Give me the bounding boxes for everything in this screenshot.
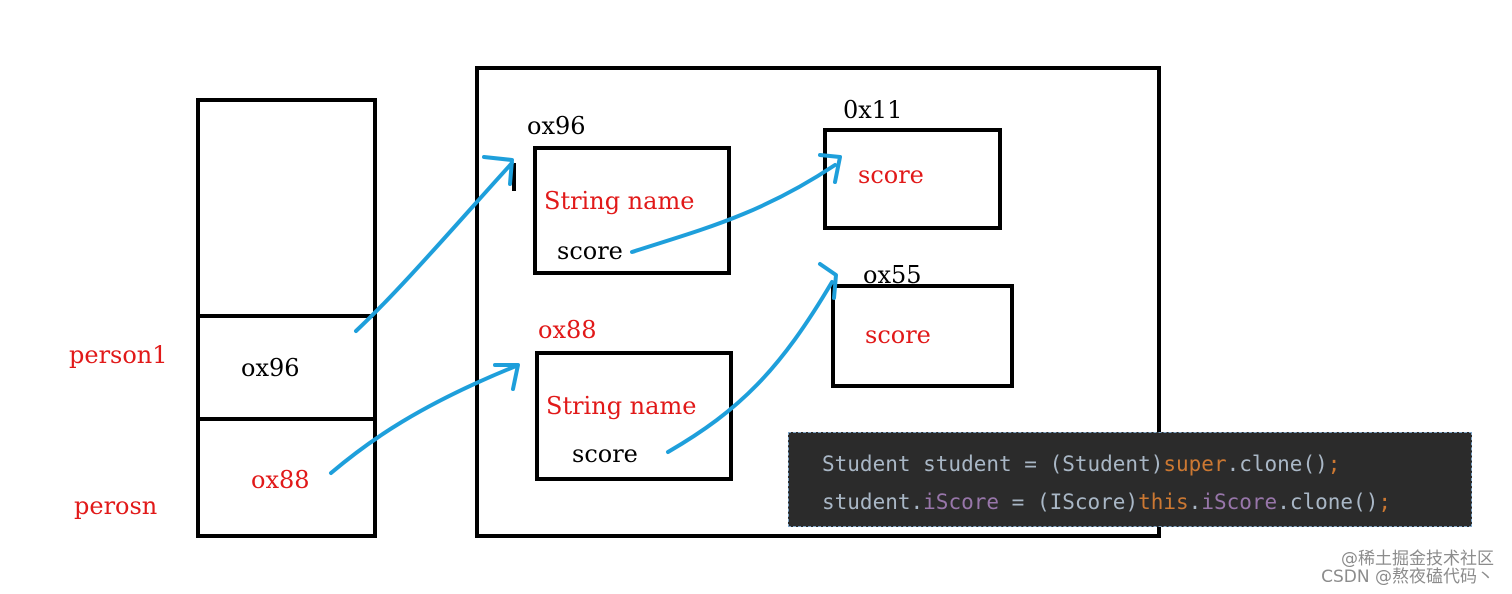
code-token: Student student = (Student) xyxy=(822,452,1164,476)
score1-box xyxy=(823,128,1002,230)
person2-label: perosn xyxy=(74,492,157,520)
obj1-box xyxy=(533,146,731,275)
stack-slot2-value: ox88 xyxy=(251,466,310,494)
watermark-line-2: CSDN @熬夜磕代码丶 xyxy=(1321,567,1494,587)
obj2-box xyxy=(535,351,733,481)
arrow-obj2-score-to-score2 xyxy=(666,262,838,454)
watermark-line-1: @稀土掘金技术社区 xyxy=(1341,549,1494,569)
stack-slot1-value: ox96 xyxy=(241,354,300,382)
arrow-person2-to-obj2 xyxy=(329,363,520,475)
code-token: .clone() xyxy=(1277,490,1379,514)
obj2-field-score: score xyxy=(572,440,638,468)
obj1-field-score: score xyxy=(557,237,623,265)
code-token: = (IScore) xyxy=(999,490,1139,514)
code-snippet-panel: Student student = (Student)super.clone()… xyxy=(788,432,1472,527)
code-token: student. xyxy=(822,490,924,514)
code-keyword: super xyxy=(1163,452,1227,476)
reference-arrows xyxy=(329,153,842,475)
score-object-2: ox55 score xyxy=(831,261,1014,388)
heap-frame xyxy=(475,66,1161,538)
score1-label: score xyxy=(858,161,924,189)
obj2-address: ox88 xyxy=(538,316,597,344)
code-field: iScore xyxy=(1201,490,1278,514)
obj1-field-name: String name xyxy=(544,187,694,215)
obj2-field-name: String name xyxy=(546,392,696,420)
score2-label: score xyxy=(865,321,931,349)
arrow-person1-to-obj1 xyxy=(354,155,514,333)
code-line-2: student.iScore = (IScore)this.iScore.clo… xyxy=(822,483,1471,521)
code-semicolon: ; xyxy=(1327,452,1341,476)
code-token: . xyxy=(1188,490,1202,514)
stack-column: ox96 ox88 xyxy=(196,98,377,538)
code-field: iScore xyxy=(923,490,1000,514)
obj1-address: ox96 xyxy=(527,112,586,140)
code-semicolon: ; xyxy=(1378,490,1391,514)
code-keyword: this xyxy=(1138,490,1189,514)
score-object-1: 0x11 score xyxy=(823,96,1002,230)
code-token: .clone() xyxy=(1226,452,1328,476)
arrow-obj1-score-to-score1 xyxy=(630,153,842,254)
watermark: @稀土掘金技术社区 CSDN @熬夜磕代码丶 xyxy=(1321,550,1494,586)
heap-object-1: ox96 String name score xyxy=(527,112,731,275)
score2-box xyxy=(831,284,1014,388)
heap-object-2: ox88 String name score xyxy=(535,316,733,481)
code-line-1: Student student = (Student)super.clone()… xyxy=(822,445,1471,483)
person1-label: person1 xyxy=(69,341,168,369)
score1-address: 0x11 xyxy=(843,96,902,124)
